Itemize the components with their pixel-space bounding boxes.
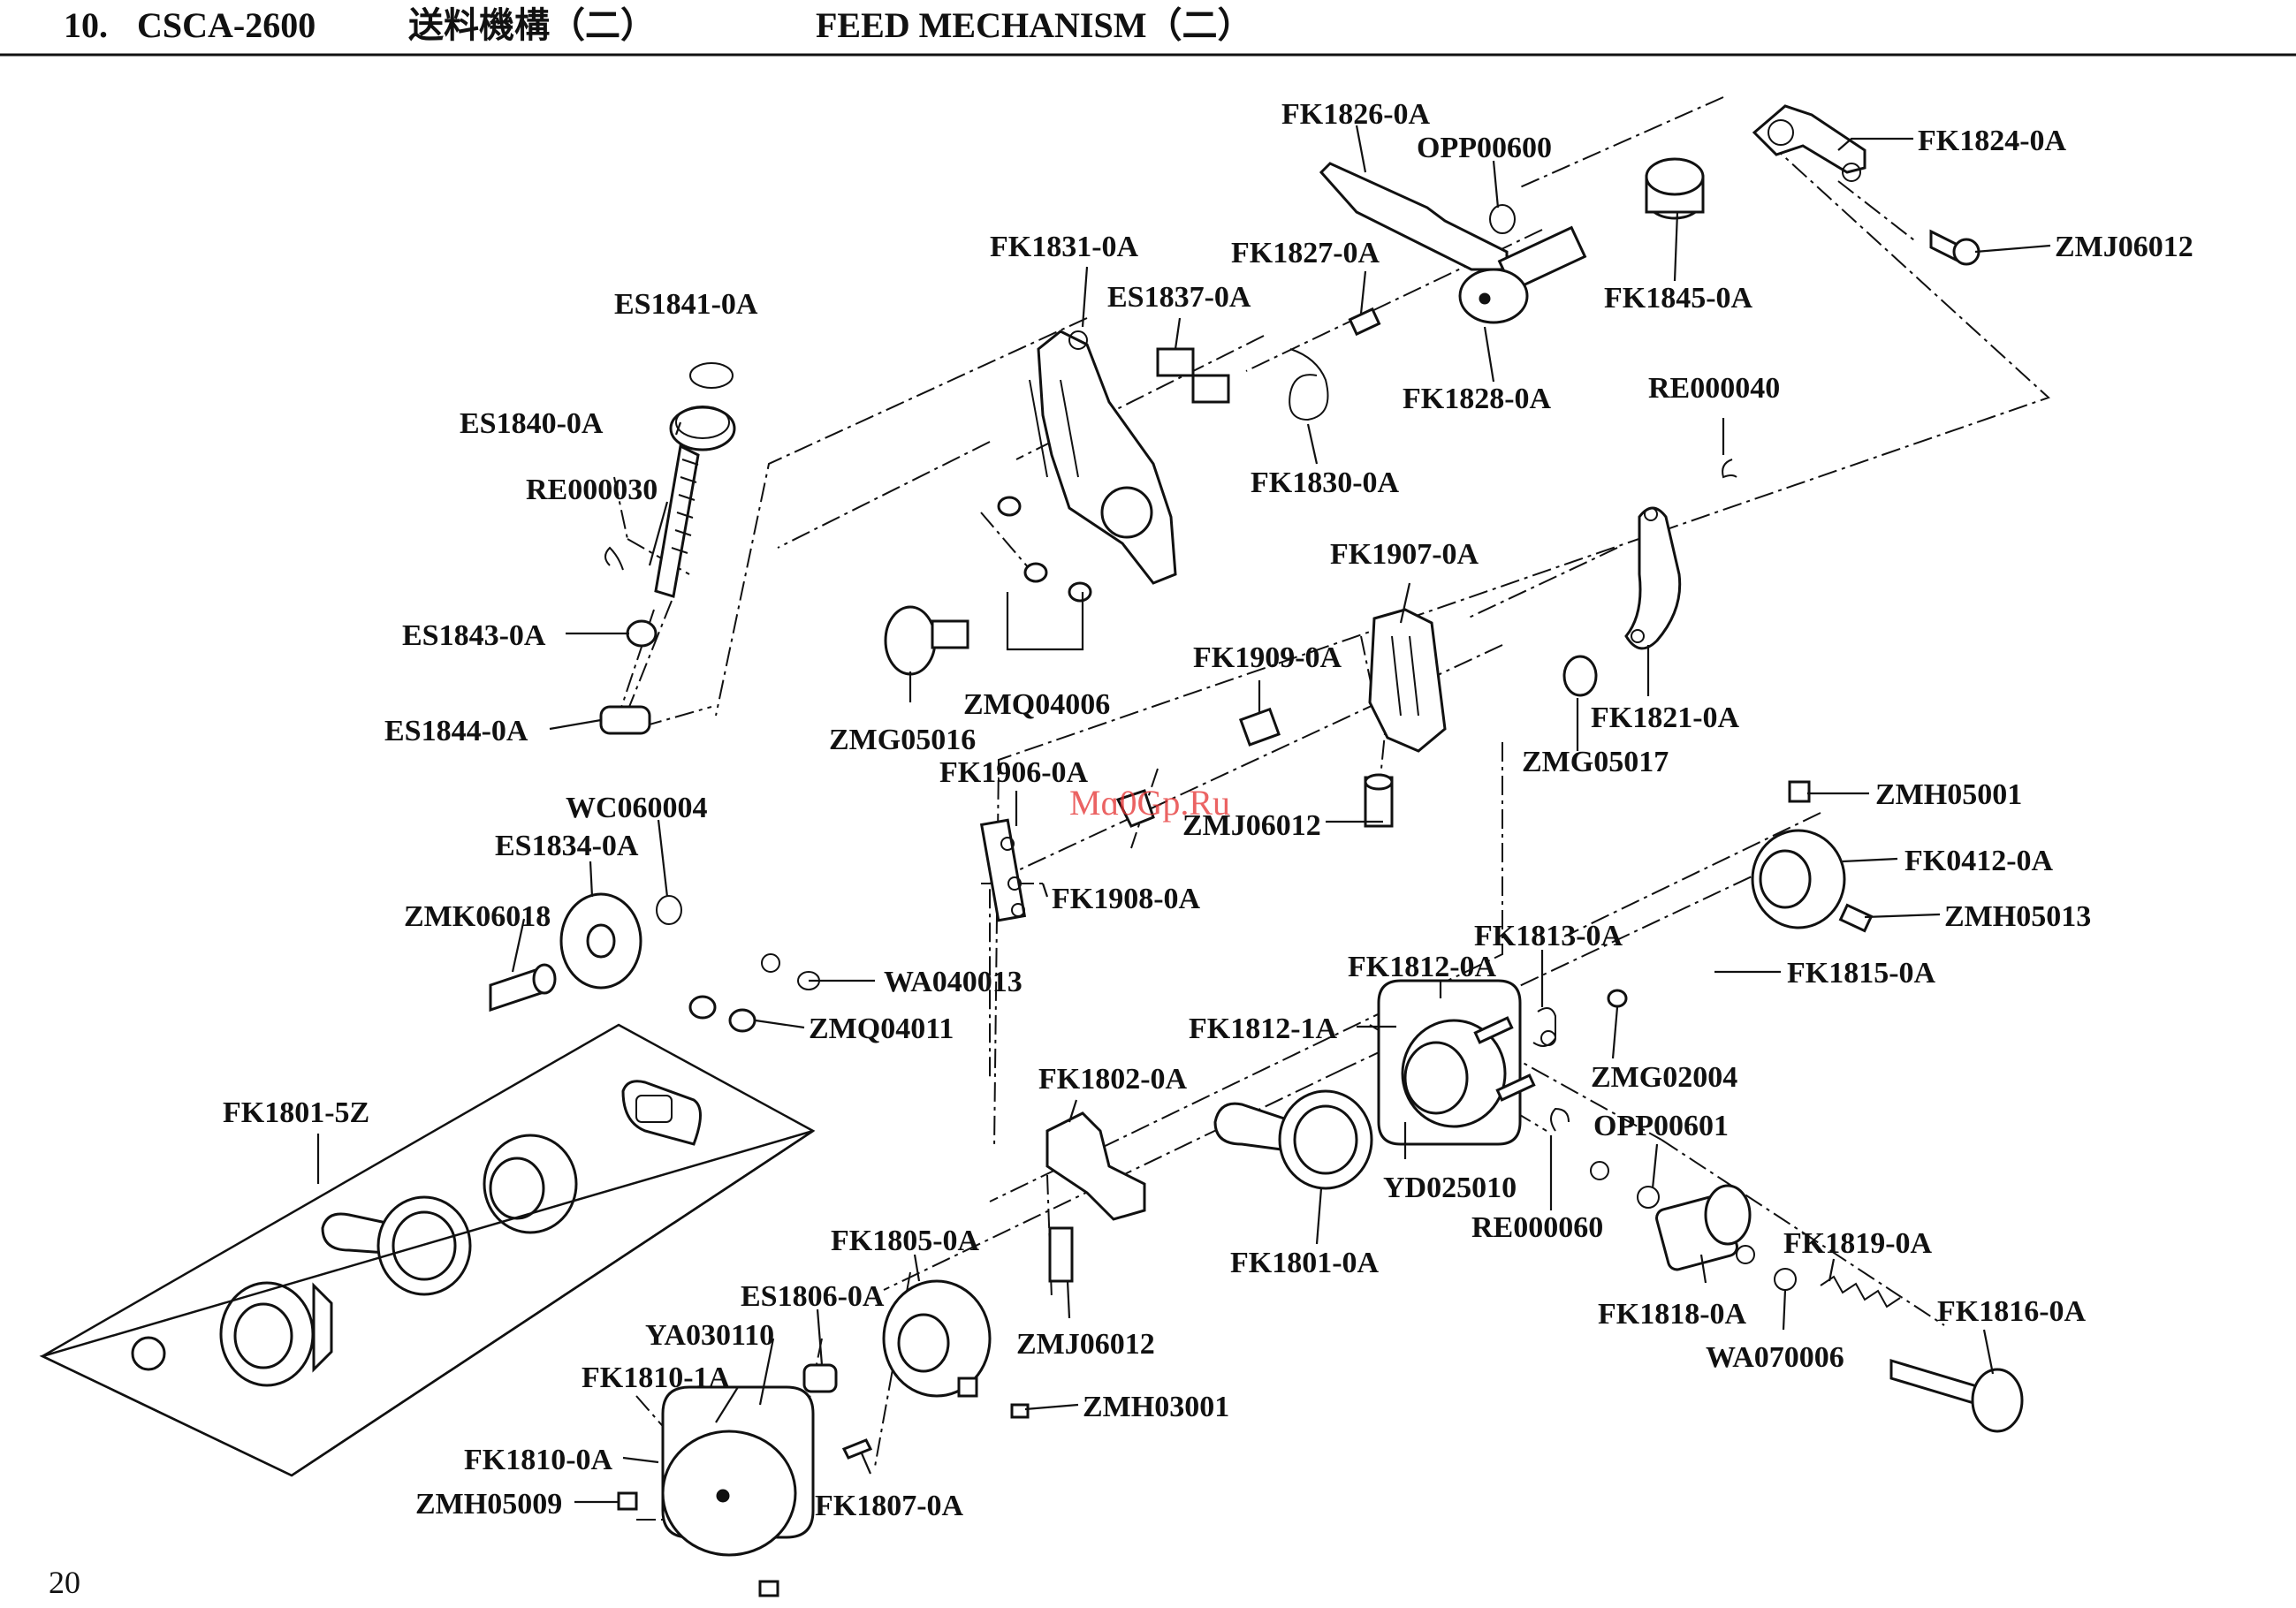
- label-fk1812-0a: FK1812-0A: [1348, 951, 1497, 983]
- label-fk1909-0a: FK1909-0A: [1193, 641, 1342, 674]
- label-es1844-0a: ES1844-0A: [384, 715, 528, 747]
- page-header: 10. CSCA-2600 送料機構（二） FEED MECHANISM（二）: [0, 5, 2296, 57]
- label-fk1828-0a: FK1828-0A: [1403, 383, 1552, 415]
- label-zmh05013: ZMH05013: [1944, 900, 2091, 933]
- label-fk1819-0a: FK1819-0A: [1783, 1227, 1933, 1260]
- label-wc060004: WC060004: [566, 792, 708, 824]
- label-fk1812-1a: FK1812-1A: [1189, 1013, 1338, 1045]
- label-zmh05009: ZMH05009: [415, 1488, 562, 1521]
- label-wa070006: WA070006: [1706, 1341, 1844, 1374]
- label-fk1810-0a: FK1810-0A: [464, 1444, 613, 1476]
- label-ya030110: YA030110: [645, 1319, 774, 1352]
- label-es1837-0a: ES1837-0A: [1107, 281, 1251, 314]
- label-opp00600: OPP00600: [1417, 132, 1552, 164]
- label-opp00601: OPP00601: [1593, 1110, 1729, 1142]
- label-es1834-0a: ES1834-0A: [495, 830, 639, 862]
- part-labels: FK1826-0A OPP00600 FK1824-0A ZMJ06012 FK…: [223, 98, 2193, 1522]
- label-fk1801-5z: FK1801-5Z: [223, 1096, 369, 1129]
- label-zmj06012-mid: ZMJ06012: [1182, 809, 1321, 842]
- label-fk1818-0a: FK1818-0A: [1598, 1298, 1747, 1331]
- bracket-fk1824: [1752, 104, 1866, 174]
- model-name: CSCA-2600: [137, 5, 316, 45]
- label-es1841-0a: ES1841-0A: [614, 288, 758, 321]
- label-fk1801-0a: FK1801-0A: [1230, 1247, 1380, 1279]
- label-fk1830-0a: FK1830-0A: [1251, 466, 1400, 499]
- label-zmg05016: ZMG05016: [829, 724, 976, 756]
- label-fk1807-0a: FK1807-0A: [815, 1490, 964, 1522]
- title-chinese: 送料機構（二）: [408, 5, 656, 46]
- label-zmg02004: ZMG02004: [1591, 1061, 1737, 1094]
- label-fk1831-0a: FK1831-0A: [990, 231, 1139, 263]
- label-fk1908-0a: FK1908-0A: [1052, 883, 1201, 915]
- label-fk1906-0a: FK1906-0A: [939, 756, 1089, 789]
- label-zmg05017: ZMG05017: [1522, 746, 1669, 778]
- label-zmk06018: ZMK06018: [404, 900, 551, 933]
- label-re000060: RE000060: [1471, 1211, 1603, 1244]
- label-zmq04011: ZMQ04011: [809, 1013, 954, 1045]
- label-fk1805-0a: FK1805-0A: [831, 1225, 980, 1257]
- label-yd025010: YD025010: [1383, 1172, 1517, 1204]
- label-fk1826-0a: FK1826-0A: [1281, 98, 1431, 131]
- label-zmh03001: ZMH03001: [1083, 1391, 1229, 1423]
- label-fk0412-0a: FK0412-0A: [1904, 845, 2054, 877]
- label-zmq04006: ZMQ04006: [963, 688, 1110, 721]
- label-fk1907-0a: FK1907-0A: [1330, 538, 1479, 571]
- label-zmj06012-top: ZMJ06012: [2055, 231, 2193, 263]
- label-fk1815-0a: FK1815-0A: [1787, 957, 1936, 990]
- label-fk1824-0a: FK1824-0A: [1918, 125, 2067, 157]
- label-zmh05001: ZMH05001: [1875, 778, 2022, 811]
- label-es1806-0a: ES1806-0A: [741, 1280, 885, 1313]
- label-es1840-0a: ES1840-0A: [460, 407, 604, 440]
- label-fk1827-0a: FK1827-0A: [1231, 237, 1380, 269]
- label-es1843-0a: ES1843-0A: [402, 619, 546, 652]
- label-zmj06012-low: ZMJ06012: [1016, 1328, 1155, 1361]
- label-re000030: RE000030: [526, 474, 658, 506]
- section-number: 10.: [64, 5, 108, 45]
- label-wa040013: WA040013: [884, 966, 1023, 998]
- label-fk1821-0a: FK1821-0A: [1591, 702, 1740, 734]
- label-fk1802-0a: FK1802-0A: [1038, 1063, 1188, 1096]
- part-silhouettes: [131, 104, 2024, 1597]
- label-fk1845-0a: FK1845-0A: [1604, 282, 1753, 315]
- page-number: 20: [49, 1565, 80, 1600]
- label-fk1810-1a: FK1810-1A: [582, 1361, 731, 1394]
- label-re000040: RE000040: [1648, 372, 1780, 405]
- label-fk1813-0a: FK1813-0A: [1474, 920, 1623, 952]
- title-english: FEED MECHANISM（二）: [816, 5, 1252, 45]
- label-fk1816-0a: FK1816-0A: [1937, 1295, 2087, 1328]
- watermark-text: Mɑ0Gp.Ru: [1069, 783, 1230, 823]
- leader-lines: [316, 125, 2051, 1504]
